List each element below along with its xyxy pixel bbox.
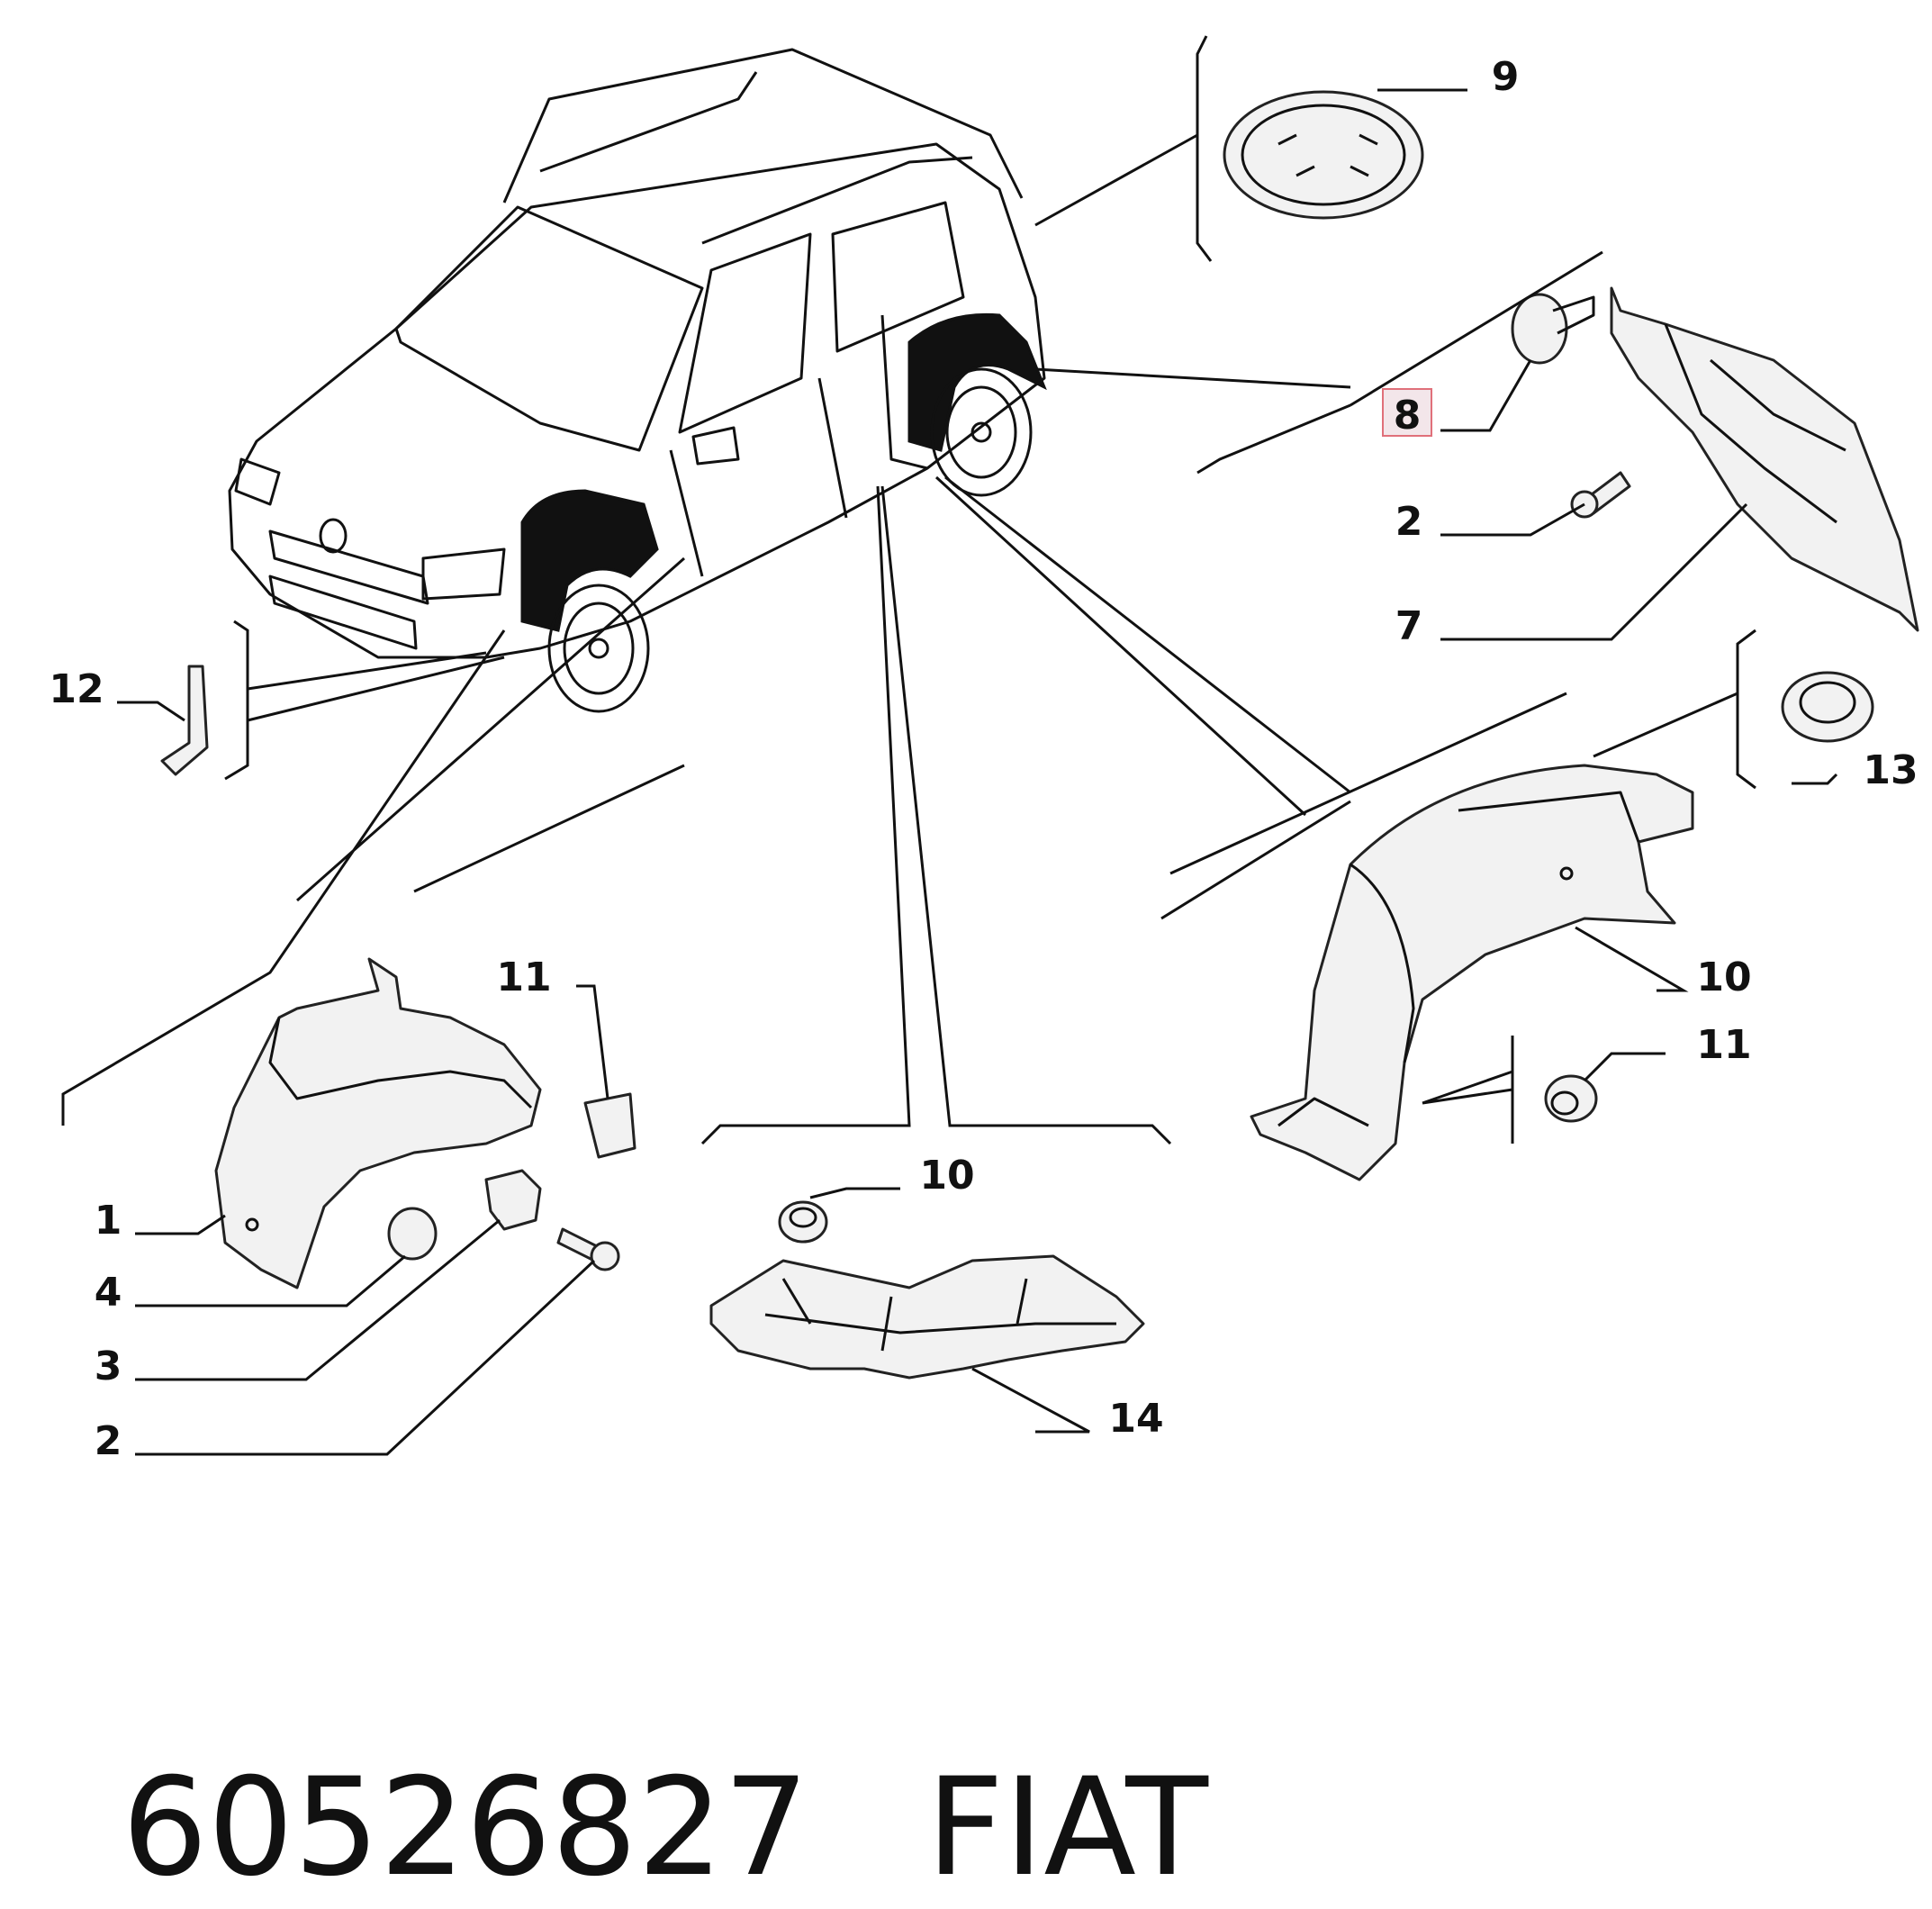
part-13-plug [1781, 671, 1874, 743]
brand-name: FIAT [925, 1750, 1208, 1906]
parts-diagram: 9 8 2 7 13 10 11 10 11 12 1 4 3 2 14 [49, 35, 1919, 1464]
callout-13[interactable]: 13 [1863, 747, 1918, 793]
part-3-clip [484, 1169, 542, 1231]
callout-9[interactable]: 11 [1696, 1022, 1751, 1068]
part-5-rear-liner [1610, 286, 1919, 632]
part-6-clip [1511, 293, 1595, 365]
part-2-screw-upper [1570, 471, 1631, 519]
callout-2-upper[interactable]: 2 [1395, 499, 1423, 545]
part-4-nut [387, 1207, 438, 1261]
part-14-underbody-panel [709, 1254, 1145, 1380]
part-10-nut [778, 1200, 828, 1244]
selected-callout-highlight [1382, 388, 1432, 437]
callout-10[interactable]: 10 [919, 1153, 974, 1199]
callout-2-lower[interactable]: 2 [95, 1418, 122, 1464]
part-number: 60526827 [122, 1750, 809, 1906]
part-11-clip [583, 1092, 636, 1159]
callout-6[interactable]: 8 [1394, 393, 1422, 439]
part-2-screw-lower [556, 1227, 620, 1271]
part-9-clip [1544, 1074, 1598, 1123]
callout-5[interactable]: 7 [1395, 603, 1423, 649]
callout-3[interactable]: 3 [95, 1344, 122, 1389]
callout-7[interactable]: 9 [1492, 54, 1520, 100]
part-12-bracket [160, 665, 209, 776]
footer-caption: 60526827 FIAT [36, 1585, 1208, 1906]
part-7-cap [1223, 90, 1424, 220]
callout-1[interactable]: 1 [95, 1198, 122, 1244]
callout-14[interactable]: 14 [1108, 1396, 1163, 1442]
part-1-wheel-liner [214, 957, 542, 1289]
car-illustration [228, 48, 1047, 713]
callout-12[interactable]: 12 [49, 666, 104, 712]
part-8-wheel-liner [1250, 764, 1694, 1181]
callout-8[interactable]: 10 [1696, 954, 1751, 1000]
callout-11[interactable]: 11 [496, 954, 551, 1000]
callout-4[interactable]: 4 [95, 1270, 122, 1316]
